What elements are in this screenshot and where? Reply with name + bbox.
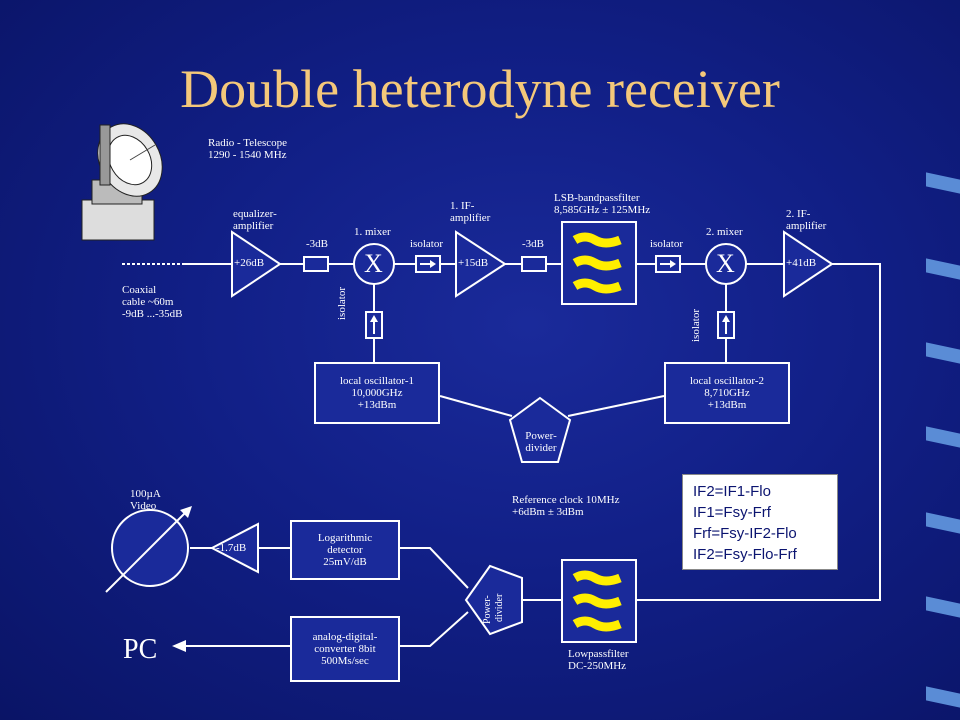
lo2-line3: +13dBm — [707, 399, 747, 411]
formula-line: IF1=Fsy-Frf — [693, 504, 771, 521]
adc-line2: converter 8bit — [314, 643, 376, 655]
ref-clock-label-2: +6dBm ± 3dBm — [512, 506, 584, 518]
log-det-line2: detector — [327, 544, 363, 556]
isolator3-label: isolator — [336, 287, 348, 320]
power-divider2-label-2: divider — [494, 593, 505, 622]
isolator4-icon — [717, 311, 735, 339]
power-divider2-label-1: Power- — [482, 595, 493, 624]
pc-label: PC — [123, 634, 158, 665]
attenuator1-icon — [303, 256, 329, 272]
ref-clock-label-1: Reference clock 10MHz — [512, 494, 620, 506]
formula-line: IF2=Fsy-Flo-Frf — [693, 546, 797, 563]
isolator2-label: isolator — [650, 238, 683, 250]
lo1-line2: 10,000GHz — [351, 387, 403, 399]
if1-amplifier-icon — [455, 230, 507, 298]
lsb-filter-label-2: 8,585GHz ± 125MHz — [554, 204, 651, 216]
formula-line: Frf=Fsy-IF2-Flo — [693, 525, 797, 542]
eq-amp-label-2: amplifier — [233, 220, 274, 232]
log-det-line3: 25mV/dB — [323, 556, 367, 568]
eq-amp-gain: +26dB — [234, 257, 265, 269]
lsb-filter-label-1: LSB-bandpassfilter — [554, 192, 640, 204]
attenuator2-label: -3dB — [522, 238, 544, 250]
coax-label-3: -9dB ...-35dB — [122, 308, 183, 320]
log-det-line1: Logarithmic — [317, 532, 373, 544]
attenuator3-icon — [209, 522, 259, 574]
isolator1-label: isolator — [410, 238, 443, 250]
lsb-bandpass-filter-icon — [561, 221, 637, 305]
meter-label-1: 100µA — [130, 488, 161, 500]
mixer2-symbol: X — [716, 249, 735, 278]
formula-line: IF2=IF1-Flo — [693, 483, 771, 500]
local-oscillator-2: local oscillator-2 8,710GHz +13dBm — [664, 362, 790, 424]
coax-label-1: Coaxial — [122, 284, 157, 296]
adc-line3: 500Ms/sec — [321, 655, 369, 667]
adc-line1: analog-digital- — [312, 631, 378, 643]
lowpass-filter-icon — [561, 559, 637, 643]
telescope-label-2: 1290 - 1540 MHz — [208, 149, 287, 161]
arrow-to-pc-icon — [172, 640, 186, 652]
lowpass-label-2: DC-250MHz — [568, 660, 627, 672]
coax-label-2: cable ~60m — [122, 296, 174, 308]
if1-amp-label-2: amplifier — [450, 212, 491, 224]
lo2-line1: local oscillator-2 — [689, 375, 764, 387]
lo1-line3: +13dBm — [357, 399, 397, 411]
telescope-label-1: Radio - Telescope — [208, 137, 288, 149]
mixer2-label: 2. mixer — [706, 226, 743, 238]
mixer2-icon — [705, 243, 747, 285]
power-divider1-label-1: Power- — [525, 430, 557, 442]
radio-telescope-icon — [81, 123, 163, 241]
if1-amp-gain: +15dB — [458, 257, 489, 269]
isolator3-icon — [365, 311, 383, 339]
meter-label-2: Video — [130, 500, 157, 512]
if2-amp-label-1: 2. IF- — [786, 208, 811, 220]
attenuator3-label: -1.7dB — [216, 542, 247, 554]
eq-amp-label-1: equalizer- — [233, 208, 277, 220]
lo1-line1: local oscillator-1 — [339, 375, 414, 387]
power-divider1-icon — [508, 396, 572, 463]
power-divider1-label-2: divider — [525, 442, 557, 454]
mixer1-label: 1. mixer — [354, 226, 391, 238]
attenuator1-label: -3dB — [306, 238, 328, 250]
logarithmic-detector: Logarithmic detector 25mV/dB — [290, 520, 400, 580]
lowpass-label-1: Lowpassfilter — [568, 648, 629, 660]
local-oscillator-1: local oscillator-1 10,000GHz +13dBm — [314, 362, 440, 424]
if2-amp-label-2: amplifier — [786, 220, 827, 232]
if2-amplifier-icon — [783, 230, 834, 298]
page-title: Double heterodyne receiver — [180, 59, 780, 119]
isolator2-icon — [655, 255, 681, 273]
lo2-line2: 8,710GHz — [704, 387, 750, 399]
if1-amp-label-1: 1. IF- — [450, 200, 475, 212]
adc-box: analog-digital- converter 8bit 500Ms/sec — [290, 616, 400, 682]
power-divider2-icon — [464, 564, 523, 636]
formula-box: IF2=IF1-Flo IF1=Fsy-Frf Frf=Fsy-IF2-Flo … — [682, 474, 838, 570]
attenuator2-icon — [521, 256, 547, 272]
equalizer-amplifier-icon — [231, 230, 282, 298]
isolator1-icon — [415, 255, 441, 273]
mixer1-symbol: X — [364, 249, 383, 278]
mixer1-icon — [353, 243, 395, 285]
isolator4-label: isolator — [690, 309, 702, 342]
meter-icon — [105, 506, 192, 593]
if2-amp-gain: +41dB — [786, 257, 817, 269]
